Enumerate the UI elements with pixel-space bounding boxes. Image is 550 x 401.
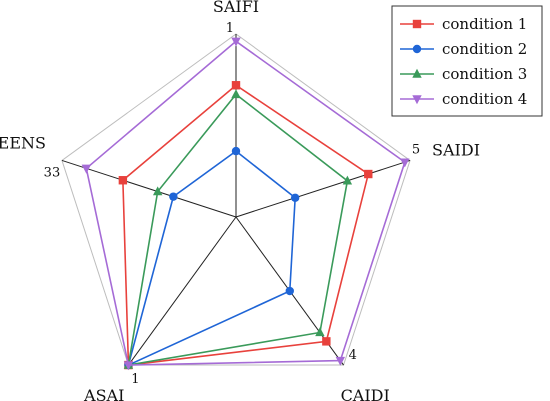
data-point-condition-3-caidi (315, 327, 325, 337)
axis-label-saifi: SAIFI (213, 0, 259, 16)
axis-spoke-asai (128, 216, 237, 366)
grid-outline (61, 33, 411, 366)
legend-item-condition-3: condition 3 (400, 65, 527, 83)
data-point-condition-1-eens (118, 176, 128, 185)
data-point-condition-1-saifi (231, 81, 241, 90)
series-layer (81, 37, 410, 371)
data-point-condition-1-saidi (364, 169, 373, 179)
legend-label-condition-2: condition 2 (442, 40, 527, 58)
data-point-condition-2-caidi (285, 286, 294, 296)
axis-label-saidi: SAIDI (432, 140, 480, 159)
data-point-condition-4-saifi (231, 37, 241, 47)
series-line-condition-4 (85, 40, 406, 366)
legend-marker-condition-1 (412, 19, 422, 29)
tick-label-saidi-max: 5 (412, 142, 420, 157)
legend-marker-condition-3 (412, 68, 422, 78)
axis-label-eens: EENS (0, 133, 46, 152)
series-condition-2 (124, 146, 300, 370)
legend-label-condition-1: condition 1 (442, 15, 527, 33)
series-condition-3 (123, 89, 353, 369)
data-point-condition-4-eens (81, 164, 92, 174)
data-point-condition-2-eens (169, 192, 178, 201)
data-point-condition-4-saidi (400, 158, 410, 168)
tick-label-asai-max: 1 (131, 372, 139, 387)
data-point-condition-3-saifi (231, 89, 241, 99)
tick-label-caidi-max: 4 (349, 348, 357, 363)
axis-spoke-saidi (235, 159, 411, 218)
series-line-condition-3 (127, 93, 349, 367)
data-point-condition-1-caidi (322, 337, 331, 346)
data-point-condition-4-asai (123, 361, 134, 371)
tick-label-eens-max: 33 (44, 165, 61, 180)
data-point-condition-2-saidi (290, 193, 300, 202)
tick-label-saifi-max: 1 (226, 21, 234, 36)
series-line-condition-2 (127, 150, 296, 367)
legend-label-condition-4: condition 4 (442, 90, 527, 108)
legend: condition 1 condition 2 condition 3 conditi… (391, 5, 543, 117)
legend-item-condition-1: condition 1 (400, 15, 527, 33)
series-line-condition-1 (122, 84, 370, 366)
axis-label-asai: ASAI (83, 386, 124, 401)
legend-item-condition-2: condition 2 (400, 40, 527, 58)
legend-marker-condition-4 (412, 95, 422, 105)
legend-marker-condition-2 (412, 44, 422, 54)
data-point-condition-3-saidi (342, 175, 353, 185)
legend-label-condition-3: condition 3 (442, 65, 527, 83)
data-point-condition-4-caidi (335, 356, 346, 366)
axis-spoke-eens (61, 159, 237, 218)
data-point-condition-2-saifi (231, 146, 241, 156)
legend-item-condition-4: condition 4 (400, 90, 527, 108)
grid (61, 33, 411, 366)
axis-label-caidi: CAIDI (341, 386, 390, 401)
series-condition-4 (81, 37, 410, 371)
data-point-condition-3-eens (152, 186, 163, 196)
